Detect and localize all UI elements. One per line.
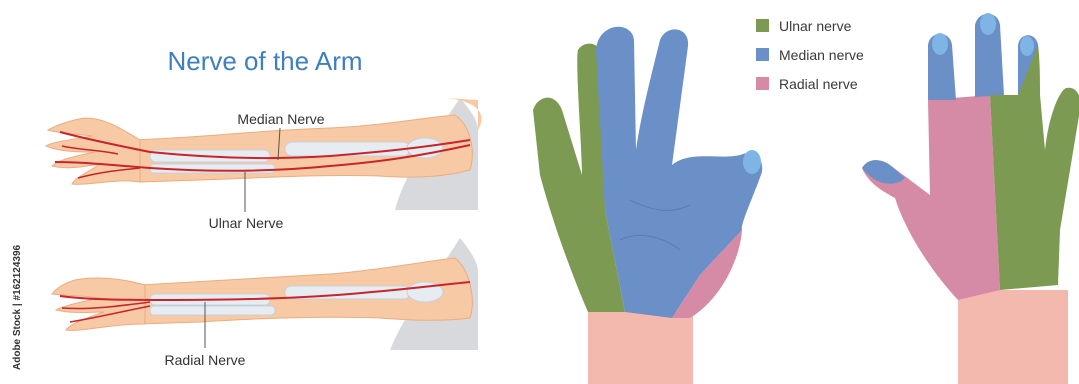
wrist — [958, 290, 1068, 384]
legend-label-radial: Radial nerve — [779, 76, 858, 92]
legend: Ulnar nerve Median nerve Radial nerve — [756, 18, 864, 92]
thumbnail — [743, 150, 761, 174]
palm-hand — [533, 27, 762, 384]
arm-diagram: Nerve of the Arm Median Nerve Ulnar N — [12, 46, 482, 370]
ulna-bone — [150, 306, 275, 315]
legend-label-ulnar: Ulnar nerve — [779, 18, 852, 34]
upper-arm-illustration: Median Nerve Ulnar Nerve — [46, 98, 482, 231]
stock-credit: Adobe Stock | #162124396 — [12, 244, 23, 370]
median-nerve-label: Median Nerve — [237, 111, 324, 127]
legend-item: Ulnar nerve — [756, 18, 852, 34]
back-hand — [862, 13, 1079, 384]
lower-arm-illustration: Radial Nerve — [52, 238, 478, 368]
ulnar-nerve-label: Ulnar Nerve — [209, 215, 284, 231]
wrist — [588, 312, 693, 384]
ulnar-area — [990, 45, 1079, 290]
radial-nerve-label: Radial Nerve — [165, 352, 246, 368]
hand-maps: Ulnar nerve Median nerve Radial nerve — [533, 13, 1079, 384]
legend-swatch-radial — [756, 77, 769, 90]
median-area — [596, 27, 762, 318]
legend-item: Median nerve — [756, 47, 864, 63]
fingernail — [1020, 36, 1034, 56]
legend-label-median: Median nerve — [779, 47, 864, 63]
fingernail — [980, 13, 996, 35]
legend-swatch-ulnar — [756, 19, 769, 32]
fingernail — [932, 33, 948, 55]
diagram-title: Nerve of the Arm — [167, 46, 362, 76]
legend-item: Radial nerve — [756, 76, 858, 92]
legend-swatch-median — [756, 48, 769, 61]
